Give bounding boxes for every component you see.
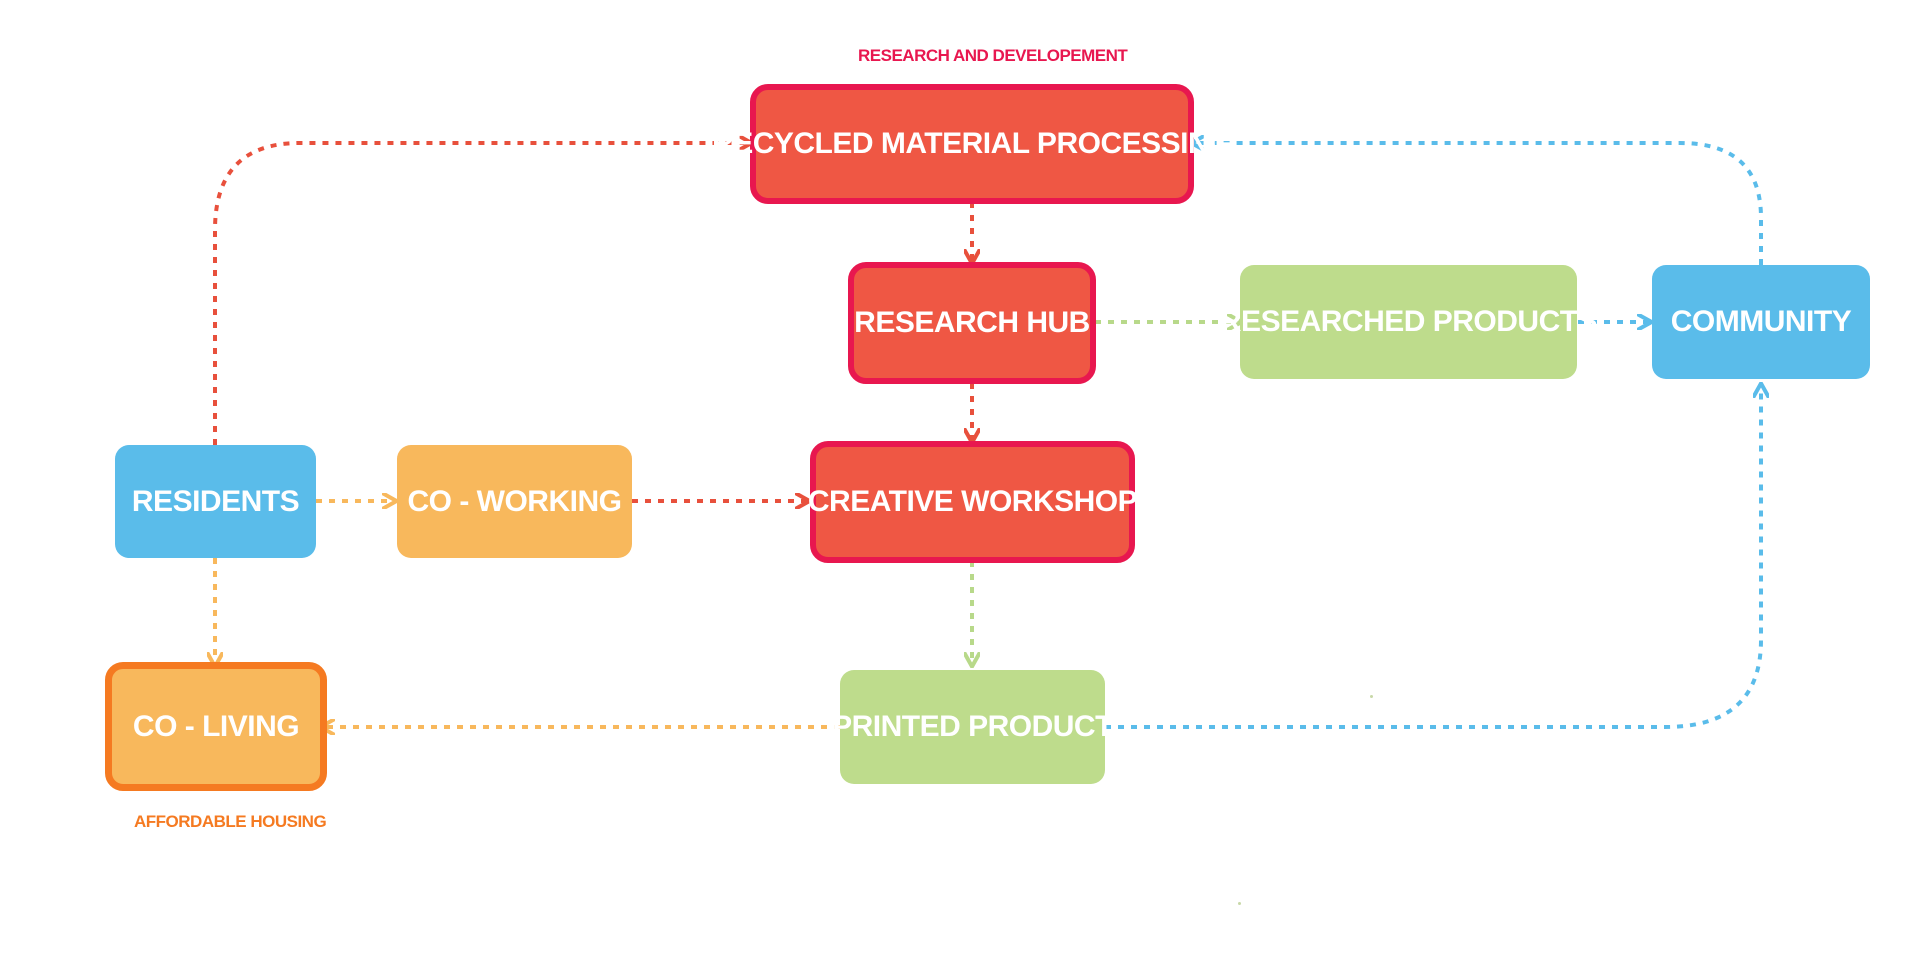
node-community: COMMUNITY: [1652, 265, 1870, 379]
housing-caption: AFFORDABLE HOUSING: [134, 812, 327, 831]
node-researched-products: RESEARCHED PRODUCTS: [1220, 265, 1598, 379]
node-co-living: CO - LIVING: [105, 662, 327, 791]
node-co-working: CO - WORKING: [397, 445, 632, 558]
node-printed-product: PRINTED PRODUCT: [832, 670, 1113, 784]
node-research-hub: RESEARCH HUB: [848, 262, 1096, 384]
connector-residents-to-recycled: [213, 143, 750, 445]
connector-printedproduct-to-community: [1105, 385, 1761, 729]
node-recycled-material-processing: RECYCLED MATERIAL PROCESSING: [712, 84, 1232, 204]
node-residents: RESIDENTS: [115, 445, 316, 558]
node-creative-workshop: CREATIVE WORKSHOP: [808, 441, 1138, 563]
rd-caption: RESEARCH AND DEVELOPEMENT: [858, 46, 1128, 65]
stray-dot: [1370, 695, 1373, 698]
stray-dot: [1238, 902, 1241, 905]
connector-community-to-recycled: [1193, 143, 1763, 265]
